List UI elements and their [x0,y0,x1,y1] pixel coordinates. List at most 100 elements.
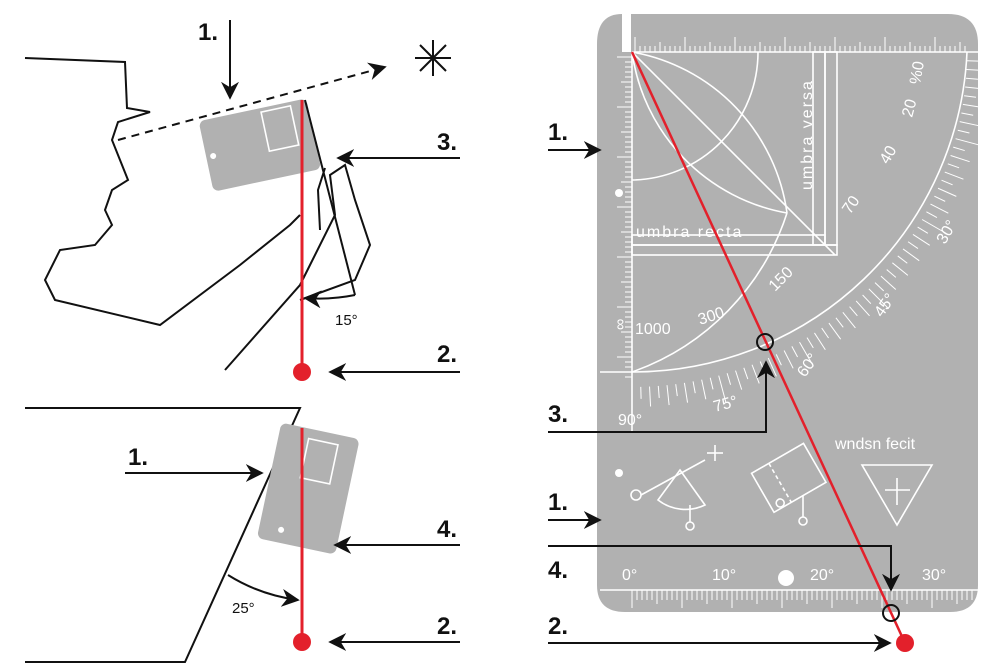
tick-mark [814,332,826,351]
tick-mark [675,384,678,397]
distance-tick-label: %0 [907,60,928,86]
hand-outline [224,163,372,371]
tick-mark [907,241,919,249]
tick-mark [953,146,965,152]
distance-tick-label: 1000 [635,321,671,338]
top-ruler-ticks [634,37,966,52]
tick-mark [775,354,782,366]
tick-mark [959,121,980,127]
distance-tick-label: 20 [899,97,920,119]
tick-mark [657,385,660,398]
tick-mark [751,364,760,384]
tick-mark [941,179,953,186]
tick-mark [964,95,977,98]
tick-mark [828,322,842,340]
tick-mark [692,381,696,394]
bottom-tick-label: 30° [922,567,946,584]
tick-mark [944,171,964,180]
star-icon [415,40,451,76]
right-labels: 1. 3. 1. 4. 2. [548,119,900,652]
tick-mark [701,379,707,400]
clinometer-card-small [257,423,359,554]
clinometer-card: umbra recta umbra versa ∞ 1000 300 150 7… [597,12,995,652]
tick-mark [965,77,978,80]
signature-label: wndsn fecit [834,436,916,453]
degree-tick-label: 90° [618,412,642,429]
tick-mark [835,317,844,328]
bottom-figure: 25° 1. 4. 2. [25,407,460,663]
tick-mark [937,187,957,197]
tick-mark [961,112,974,116]
tick-mark [649,386,652,407]
tick-mark [886,269,897,278]
distance-tick-label: ∞ [612,319,629,330]
tick-mark [966,69,987,72]
bottom-tick-label: 20° [810,567,834,584]
label-1: 1. [128,444,148,471]
wndsn-logo [860,464,934,527]
left-ruler-ticks [617,56,632,378]
tick-mark [683,382,689,403]
label-1: 1. [198,19,218,46]
usage-icon-slope [750,442,828,514]
angle-arc [227,574,300,607]
plumb-bob [293,363,311,381]
tick-mark [709,377,714,390]
tick-mark [902,248,920,262]
label-3: 3. [548,401,568,428]
label-2: 2. [437,341,457,368]
label-2: 2. [548,613,568,640]
plumb-bob [293,633,311,651]
angle-25-label: 25° [232,600,255,617]
sight-line [117,62,387,141]
tick-mark [666,385,670,406]
tick-mark [874,282,885,292]
tick-mark [926,211,938,219]
label-4: 4. [548,557,568,584]
tick-mark [806,337,814,349]
bottom-tick-label: 10° [712,567,736,584]
bottom-scale: 0° 10° 20° 30° [622,567,946,584]
usage-icon-sighting [630,445,723,531]
label-2: 2. [437,613,457,640]
tick-mark [947,163,960,169]
reading-circle [882,604,900,622]
tick-mark [726,373,732,385]
umbra-recta-label: umbra recta [636,224,743,241]
umbra-versa-label: umbra versa [799,79,816,190]
tick-mark [897,255,908,264]
tick-mark [930,203,949,214]
angle-15-label: 15° [335,312,358,329]
bottom-ruler-ticks [631,590,973,608]
tick-mark [821,327,829,339]
distance-tick-label: 40 [877,143,901,167]
tick-mark [842,312,856,329]
bottom-tick-label: 0° [622,567,637,584]
top-figure: 15° 1. 3. 2. [24,19,460,381]
slope-outline [25,407,302,663]
tick-mark [849,306,858,317]
tick-mark [917,226,929,234]
person-head-outline [24,57,301,327]
tick-mark [950,155,970,163]
tick-mark [862,294,872,305]
tick-mark [965,86,986,90]
tick-mark [912,234,931,246]
tick-mark [718,375,727,403]
tick-mark [868,288,890,310]
tick-mark [880,275,897,290]
tick-mark [743,367,749,380]
tick-mark [783,350,794,369]
angle-arc [303,290,356,309]
label-1: 1. [548,119,568,146]
label-4: 4. [437,516,457,543]
degree-arc-ticks [631,51,995,415]
label-3: 3. [437,129,457,156]
tick-mark [735,370,743,390]
tick-mark [791,346,799,358]
tick-mark [957,129,970,134]
tick-mark [962,103,983,109]
tick-mark [799,341,814,367]
reading-circle [756,333,774,351]
